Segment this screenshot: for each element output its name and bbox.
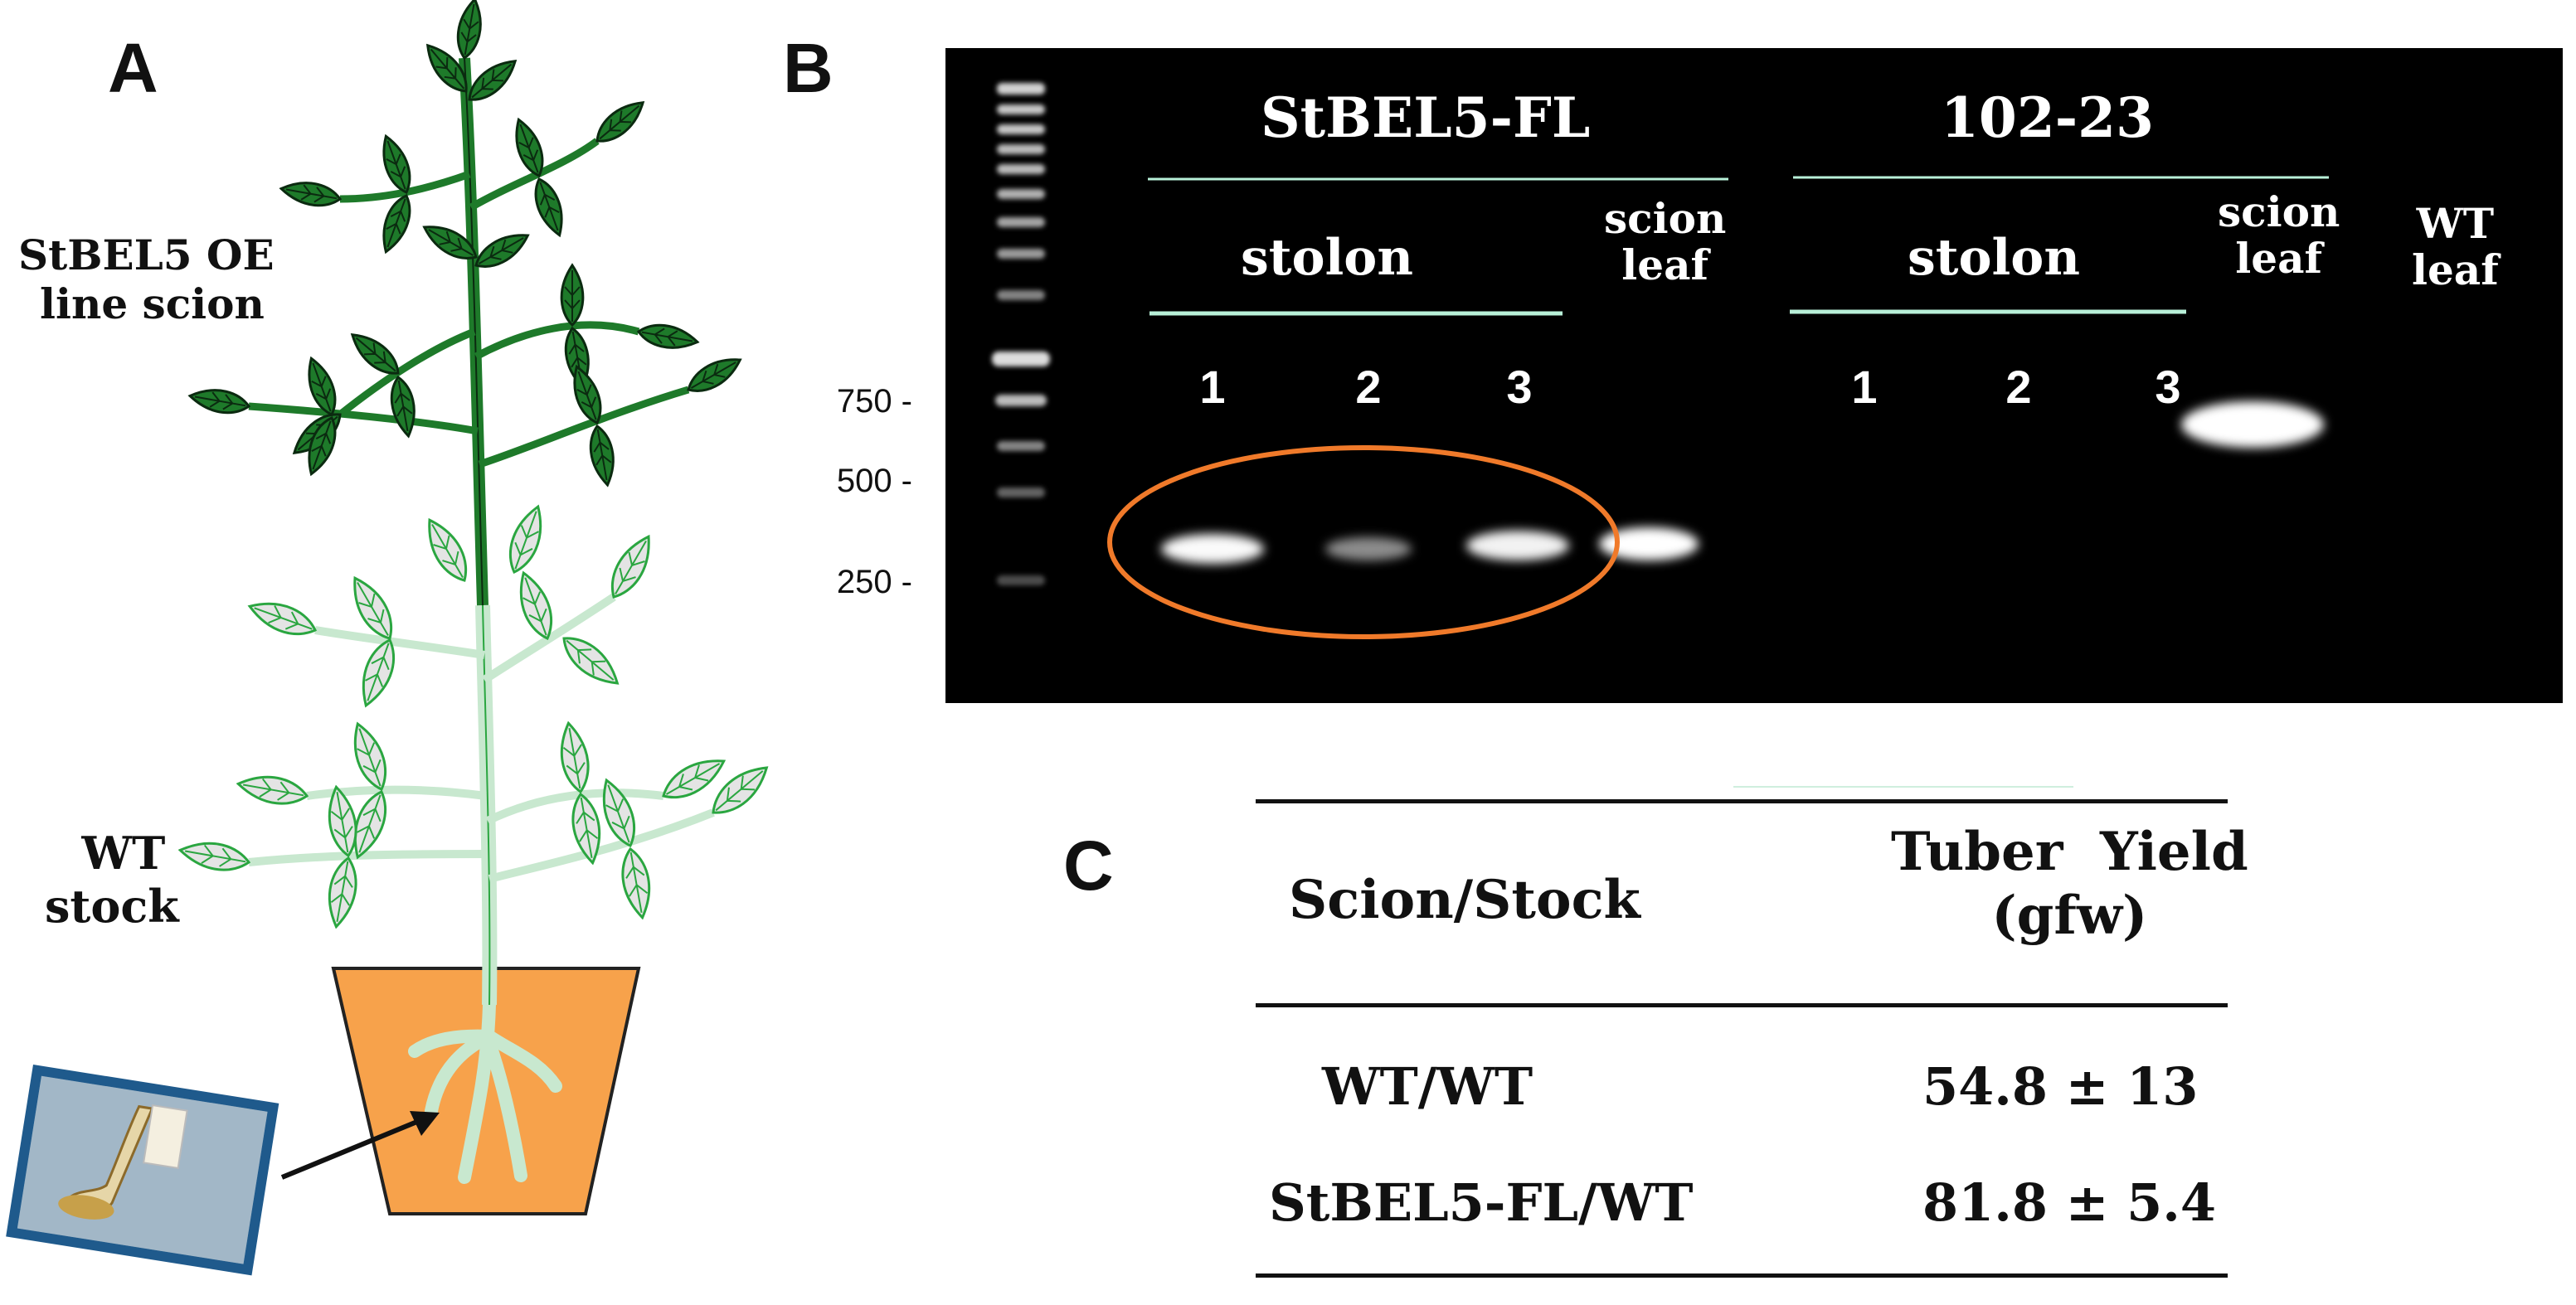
highlight-ellipse (1107, 445, 1620, 639)
header-scion-stock: Scion/Stock (1289, 869, 1640, 931)
faint-rule (1733, 786, 2073, 788)
size-marker-750: 750 - (836, 383, 912, 420)
scion-label: StBEL5 OE line scion (18, 230, 275, 328)
table-bottom-rule (1256, 1273, 2228, 1278)
dna-ladder (992, 83, 1050, 585)
size-marker-250: 250 - (836, 564, 912, 600)
roots (408, 998, 562, 1184)
panel-label-b: B (783, 29, 834, 107)
lane-number: 2 (2005, 361, 2032, 413)
gel-bands (992, 83, 2329, 639)
stolon-label-stbel5: stolon (1241, 229, 1413, 287)
control-band (2181, 401, 2324, 448)
gel-image: StBEL5-FL 102-23 stolon stolon scion lea… (945, 48, 2563, 703)
stbel5-bands (1161, 527, 1699, 564)
lane-number: 3 (2155, 361, 2181, 413)
lane-number: 1 (1199, 361, 1226, 413)
lane-number: 3 (1506, 361, 1533, 413)
header-tuber-yield: Tuber Yield (gfw) (1891, 821, 2248, 947)
scion-leaf-label-stbel5: scion leaf (1604, 194, 1727, 289)
stock-branches (248, 593, 715, 883)
group-title-stbel5: StBEL5-FL (1261, 85, 1591, 150)
lane-number: 2 (1355, 361, 1382, 413)
row-yield: 81.8 ± 5.4 (1922, 1172, 2216, 1233)
panel-label-a: A (108, 29, 158, 107)
row-scion-stock: StBEL5-FL/WT (1269, 1172, 1694, 1233)
table-header-rule (1256, 1003, 2228, 1007)
lane-number: 1 (1851, 361, 1878, 413)
panel-label-c: C (1063, 827, 1114, 905)
table-top-rule (1256, 799, 2228, 803)
wt-leaf-label: WT leaf (2412, 199, 2499, 294)
tuber-photo (6, 1065, 279, 1276)
row-yield: 54.8 ± 13 (1922, 1056, 2199, 1117)
size-marker-500: 500 - (836, 463, 912, 499)
arrow-icon (280, 1111, 440, 1180)
grafted-plant-illustration (6, 0, 776, 1276)
scion-leaf-label-102-23: scion leaf (2218, 187, 2340, 283)
group-title-102-23: 102-23 (1941, 85, 2155, 150)
row-scion-stock: WT/WT (1322, 1056, 1533, 1117)
stolon-label-102-23: stolon (1908, 229, 2080, 287)
stock-label: WT stock (45, 827, 179, 933)
